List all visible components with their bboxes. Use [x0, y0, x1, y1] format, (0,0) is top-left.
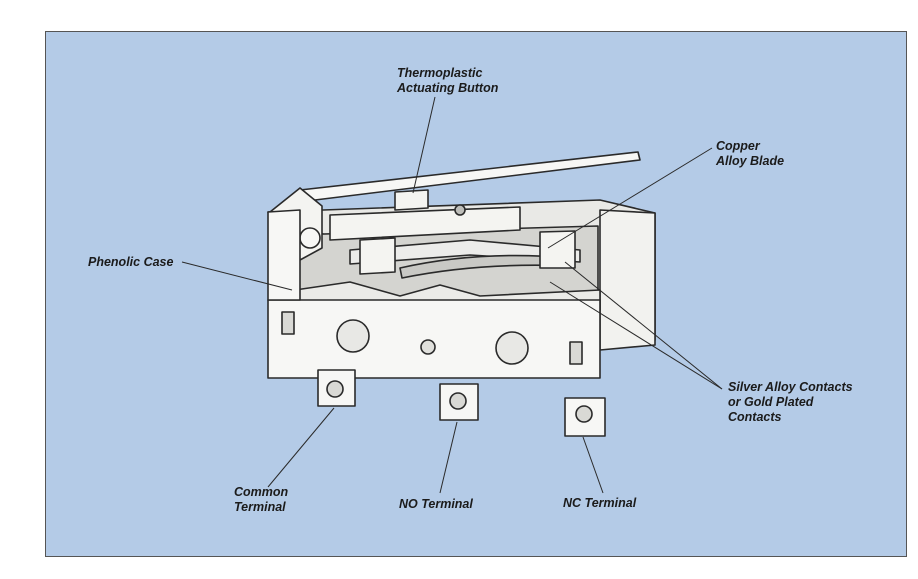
- contact-bracket-left: [359, 237, 396, 275]
- leader-nc: [582, 436, 604, 494]
- slot-right: [569, 341, 583, 365]
- case-front: [267, 299, 601, 379]
- label-actuating-button: Thermoplastic Actuating Button: [397, 66, 499, 95]
- label-nc-terminal: NC Terminal: [563, 496, 637, 510]
- case-right-side: [599, 209, 656, 351]
- label-no-terminal: NO Terminal: [399, 497, 473, 511]
- leader-case: [181, 261, 293, 291]
- mounting-hole-left: [336, 319, 370, 353]
- slot-left: [281, 311, 295, 335]
- label-copper-blade: Copper Alloy Blade: [716, 139, 785, 168]
- leader-no: [439, 421, 458, 494]
- hinge-pin: [299, 227, 321, 249]
- leader-blade: [547, 147, 713, 249]
- label-contacts: Silver Alloy Contacts or Gold Plated Con…: [728, 380, 853, 424]
- terminal-nc-hole: [575, 405, 593, 423]
- mounting-hole-right: [495, 331, 529, 365]
- label-phenolic-case: Phenolic Case: [88, 255, 174, 269]
- terminal-no-hole: [449, 392, 467, 410]
- contact-bracket-right: [539, 230, 576, 269]
- leader-button: [412, 96, 436, 194]
- top-hole: [454, 204, 466, 216]
- center-hole: [420, 339, 436, 355]
- leader-contacts-1: [564, 261, 723, 390]
- terminal-common-hole: [326, 380, 344, 398]
- leader-common: [267, 407, 335, 488]
- case-front-upper: [267, 209, 301, 301]
- label-common-terminal: Common Terminal: [234, 485, 289, 514]
- leader-contacts-2: [549, 281, 723, 390]
- actuating-button: [394, 189, 429, 211]
